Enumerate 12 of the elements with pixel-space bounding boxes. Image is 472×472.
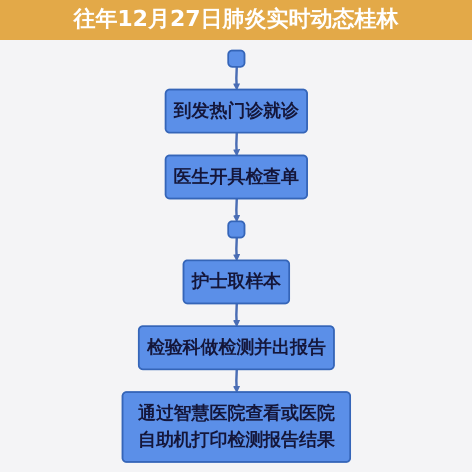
arrow — [232, 132, 240, 156]
arrow — [232, 303, 240, 326]
process-box: 通过智慧医院查看或医院自助机打印检测报告结果 — [121, 390, 351, 462]
process-box: 到发热门诊就诊 — [164, 88, 308, 133]
arrow — [232, 198, 240, 222]
empty-box — [227, 220, 245, 238]
empty-box — [227, 49, 245, 68]
arrow — [232, 66, 240, 90]
arrow — [232, 237, 240, 261]
arrow — [232, 369, 240, 392]
title-banner: 往年12月27日肺炎实时动态桂林 — [0, 0, 472, 40]
process-box: 医生开具检查单 — [164, 154, 308, 199]
